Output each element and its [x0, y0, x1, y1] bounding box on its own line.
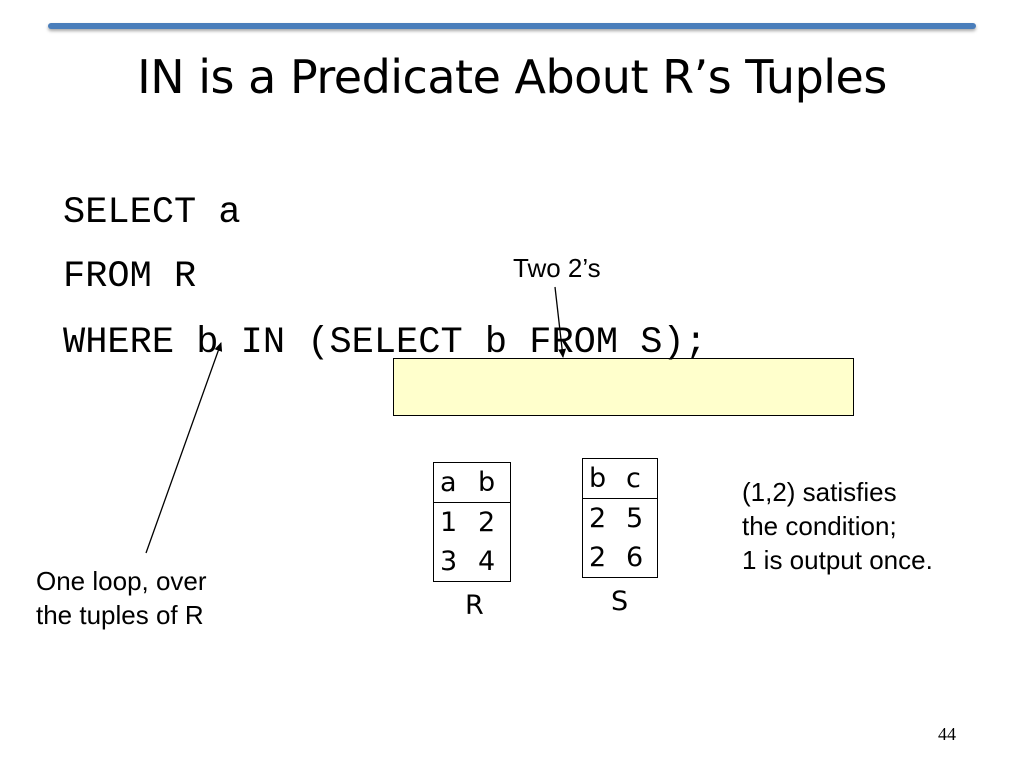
table-row: 2 6 — [583, 538, 658, 578]
table-header-row: b c — [582, 458, 658, 499]
table-cell: a — [433, 462, 472, 503]
relation-s-table: b c 2 5 2 6 — [582, 458, 658, 578]
table-cell: c — [620, 458, 658, 499]
table-header-row: a b — [433, 462, 511, 503]
table-row: 1 2 — [434, 503, 511, 543]
table-row: 3 4 — [434, 542, 511, 582]
sql-where-line: WHERE b IN (SELECT b FROM S); — [63, 322, 707, 364]
relation-r-name: R — [465, 590, 484, 621]
table-cell: 5 — [626, 503, 646, 534]
callout-condition-line1: (1,2) satisfies — [742, 477, 897, 507]
page-number: 44 — [938, 724, 956, 744]
title-accent-bar — [48, 23, 976, 29]
table-cell: 4 — [478, 546, 498, 577]
relation-s-name: S — [611, 586, 629, 617]
table-cell: 2 — [589, 542, 609, 573]
callout-one-loop-line2: the tuples of R — [36, 599, 204, 630]
sql-select-line: SELECT a — [63, 192, 241, 234]
table-cell: 2 — [589, 503, 609, 534]
loop-arrow — [145, 342, 223, 554]
table-row: 2 5 — [583, 499, 658, 539]
callout-condition-line2: the condition; — [742, 510, 897, 541]
table-cell: 2 — [478, 507, 498, 538]
callout-one-loop: One loop, over the tuples of R — [36, 565, 207, 633]
callout-condition-line3: 1 is output once. — [742, 544, 933, 575]
sql-from-line: FROM R — [63, 256, 197, 298]
table-cell: 3 — [440, 546, 460, 577]
table-cell: b — [472, 462, 511, 503]
subquery-result-box — [393, 358, 854, 416]
relation-r-table: a b 1 2 3 4 — [433, 462, 511, 582]
callout-condition: (1,2) satisfies the condition; 1 is outp… — [742, 476, 933, 577]
callout-two-twos: Two 2’s — [513, 253, 601, 283]
table-cell: b — [582, 458, 620, 499]
slide-title: IN is a Predicate About R’s Tuples — [137, 50, 887, 104]
callout-one-loop-line1: One loop, over — [36, 566, 207, 596]
table-cell: 1 — [440, 507, 460, 538]
table-cell: 6 — [626, 542, 646, 573]
